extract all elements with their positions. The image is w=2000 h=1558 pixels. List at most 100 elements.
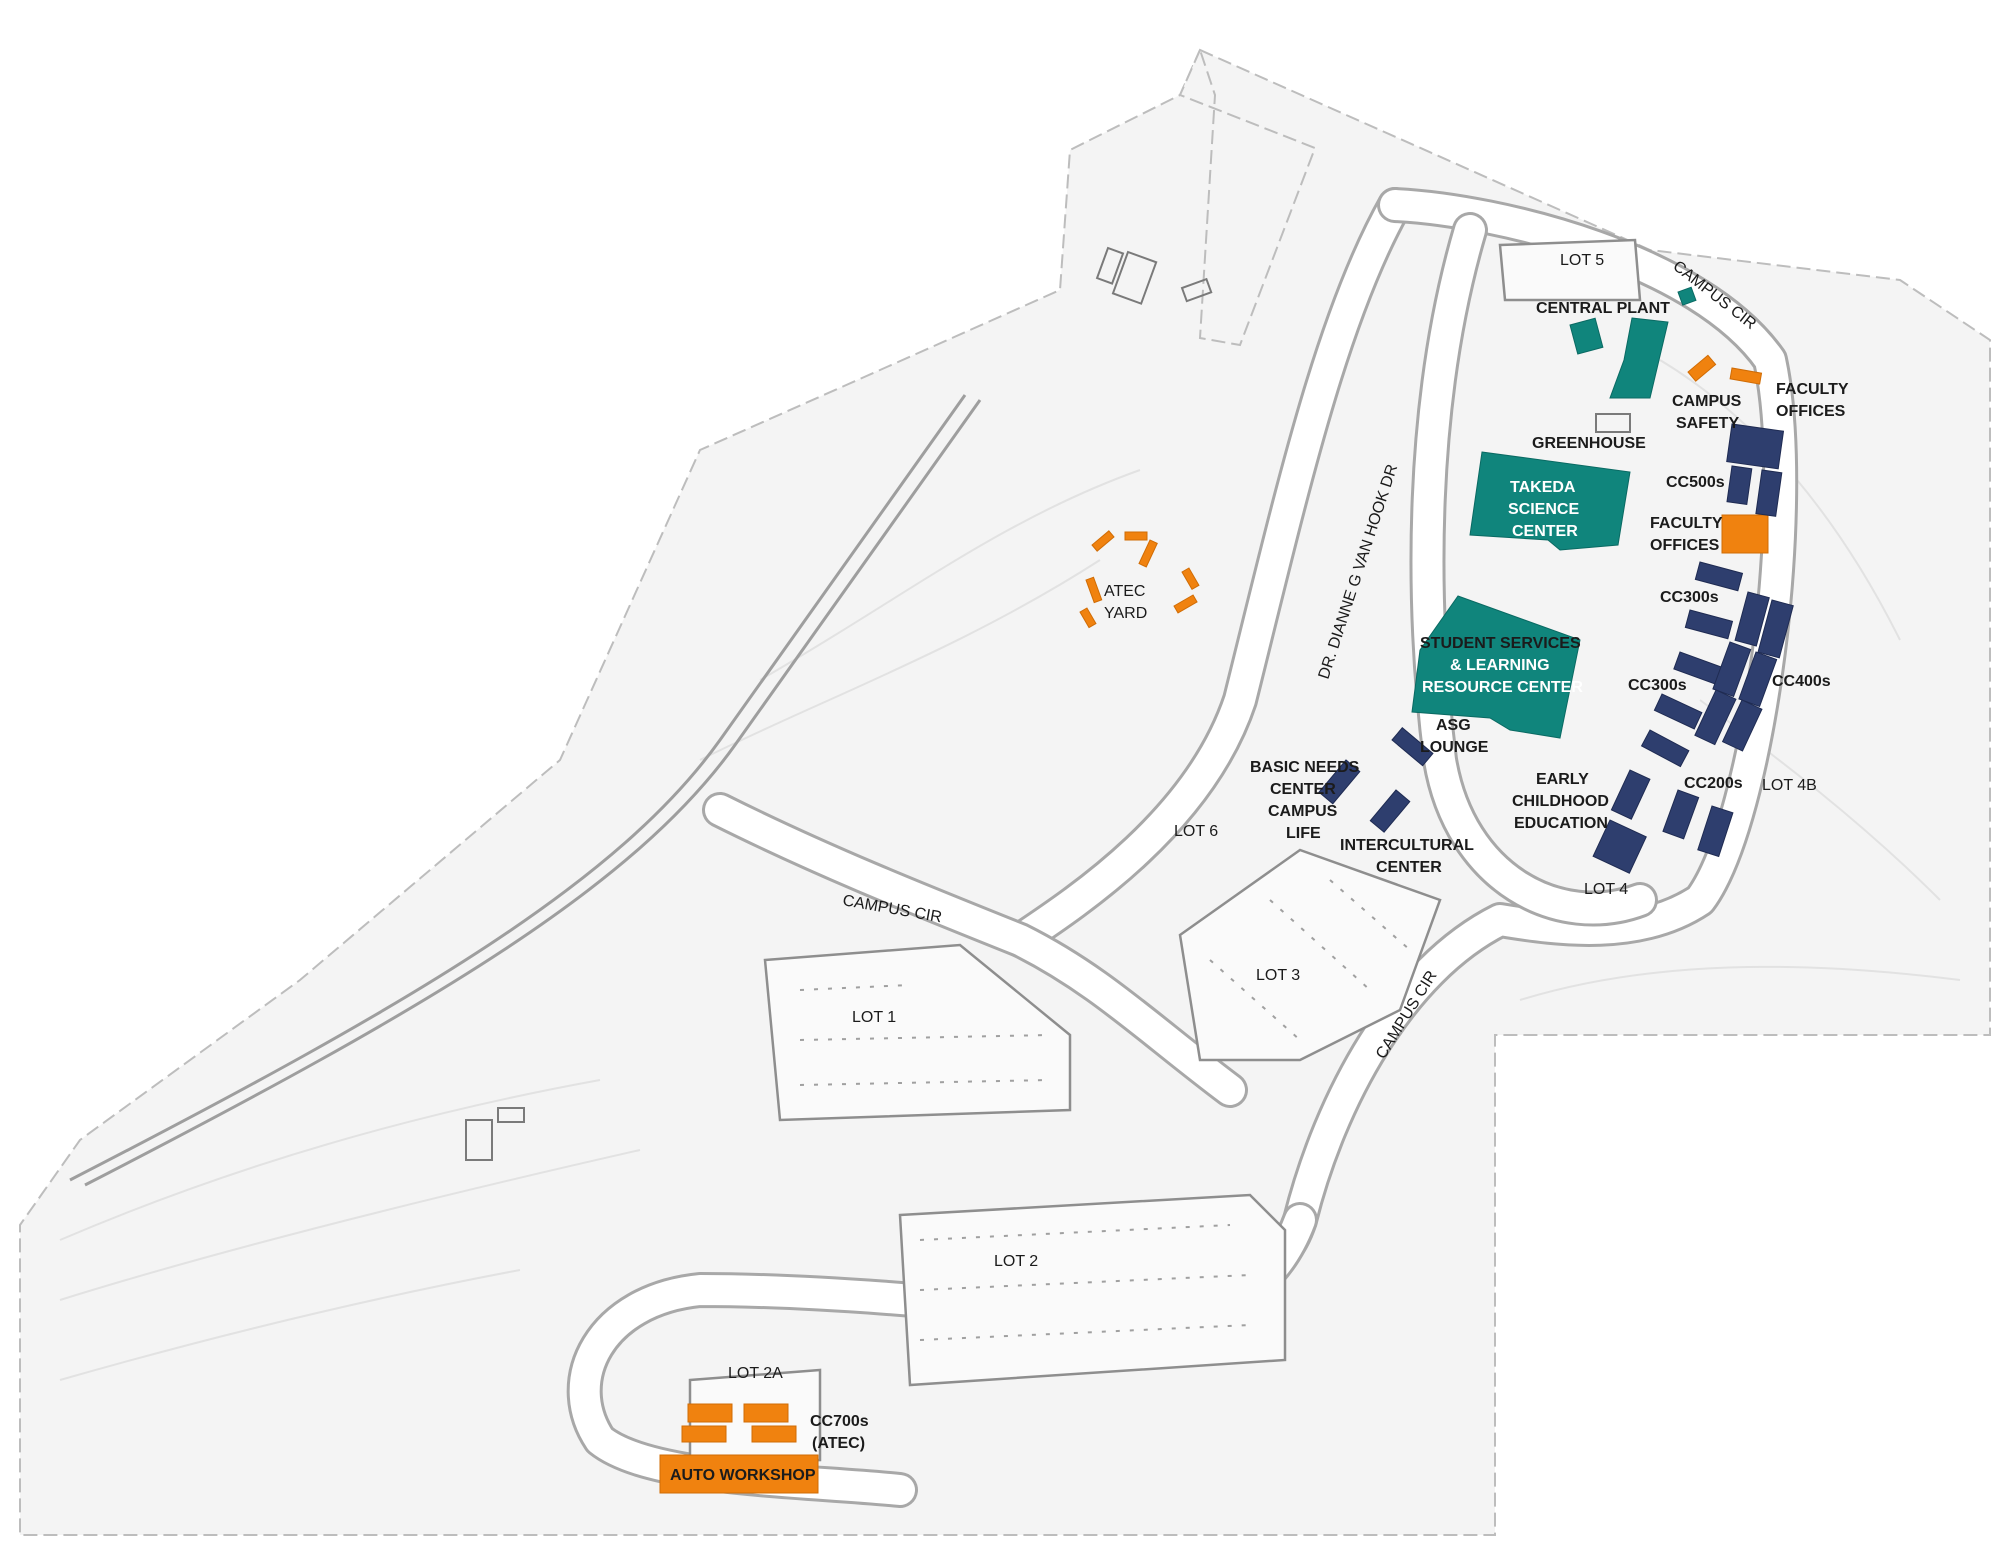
faculty-offices-mid-bldg bbox=[1721, 514, 1769, 554]
atec-yard-label-2: YARD bbox=[1104, 605, 1147, 622]
orange-buildings bbox=[659, 354, 1769, 1494]
campus-life-label-2: LIFE bbox=[1286, 825, 1321, 842]
student-services-label-1: STUDENT SERVICES bbox=[1420, 635, 1581, 652]
central-plant-bldg-3 bbox=[1677, 286, 1697, 306]
atec-yard-bldg-4 bbox=[1085, 576, 1103, 604]
faculty-offices-mid-label-1: FACULTY bbox=[1650, 515, 1723, 532]
campus-circle-west bbox=[705, 795, 1245, 1105]
lot-2-label: LOT 2 bbox=[994, 1253, 1038, 1270]
atec-yard-bldg-2 bbox=[1124, 531, 1148, 541]
highway-line-1 bbox=[69, 394, 967, 1182]
small-bldg-1 bbox=[1095, 246, 1125, 285]
parking-lots bbox=[688, 238, 1642, 1467]
student-services-label-2: & LEARNING bbox=[1450, 657, 1550, 674]
campus-safety-bldg-2 bbox=[1729, 367, 1763, 385]
campus-safety-label-1: CAMPUS bbox=[1672, 393, 1742, 410]
cc700-bldg-2 bbox=[743, 1403, 789, 1423]
lot-5-label: LOT 5 bbox=[1560, 252, 1604, 269]
lot-3-stalls-3 bbox=[1329, 879, 1411, 951]
faculty-offices-top-label-1: FACULTY bbox=[1776, 381, 1849, 398]
takeda-label-3: CENTER bbox=[1512, 523, 1578, 540]
teal-buildings bbox=[1411, 286, 1697, 739]
basic-needs-label-1: BASIC NEEDS bbox=[1250, 759, 1360, 776]
lot-3-label: LOT 3 bbox=[1256, 967, 1300, 984]
intercultural-label-1: INTERCULTURAL bbox=[1340, 837, 1474, 854]
cc700-label-1: CC700s bbox=[810, 1413, 869, 1430]
cc700-bldg-4 bbox=[751, 1425, 797, 1443]
cc400-bldg-2 bbox=[1757, 599, 1794, 659]
cc200-bldg-3 bbox=[1697, 805, 1734, 858]
small-bldg-5 bbox=[497, 1107, 525, 1123]
property-boundary bbox=[19, 48, 1991, 1536]
cc200-bldg-4 bbox=[1592, 819, 1647, 874]
intercultural-bldg bbox=[1369, 789, 1411, 833]
small-bldg-2 bbox=[1111, 250, 1158, 305]
greenhouse-bldg bbox=[1595, 413, 1631, 433]
van-hook-road bbox=[1005, 190, 1410, 955]
lot-3-stalls-1 bbox=[1209, 959, 1301, 1041]
faculty-offices-mid-label-2: OFFICES bbox=[1650, 537, 1720, 554]
lot-2a-label: LOT 2A bbox=[728, 1365, 783, 1382]
lot-1-area bbox=[763, 943, 1072, 1122]
cc700-bldg-3 bbox=[681, 1425, 727, 1443]
campus-circle-east bbox=[1185, 190, 1796, 1274]
cc400-bldg-4 bbox=[1738, 651, 1778, 708]
contour-6 bbox=[1519, 965, 1961, 1001]
early-childhood-label-1: EARLY bbox=[1536, 771, 1589, 788]
early-childhood-label-3: EDUCATION bbox=[1514, 815, 1608, 832]
northwest-parcel bbox=[1178, 47, 1317, 347]
central-plant-bldg-1 bbox=[1569, 317, 1604, 355]
campus-life-bldg bbox=[1391, 727, 1434, 767]
faculty-offices-top-bldg bbox=[1726, 423, 1785, 470]
takeda-label-1: TAKEDA bbox=[1510, 479, 1576, 496]
cc300-bottom-label: CC300s bbox=[1628, 677, 1687, 694]
contour-2 bbox=[699, 559, 1101, 761]
atec-yard-label-1: ATEC bbox=[1104, 583, 1145, 600]
campus-safety-bldg-1 bbox=[1687, 354, 1717, 382]
lot-3-area bbox=[1178, 848, 1442, 1062]
lot-4-label: LOT 4 bbox=[1584, 881, 1628, 898]
takeda-label-2: SCIENCE bbox=[1508, 501, 1579, 518]
takeda-science-bldg bbox=[1469, 451, 1631, 551]
cc400-label: CC400s bbox=[1772, 673, 1831, 690]
lot-3-stalls-2 bbox=[1269, 899, 1371, 991]
cc700-bldg-1 bbox=[687, 1403, 733, 1423]
lot-4b-label: LOT 4B bbox=[1762, 777, 1817, 794]
highway-line-2 bbox=[84, 399, 982, 1187]
basic-needs-label-2: CENTER bbox=[1270, 781, 1336, 798]
contour-5 bbox=[59, 1269, 521, 1381]
cc200-bldg-1 bbox=[1610, 769, 1651, 820]
cc300-bottom-bldg-2 bbox=[1640, 729, 1690, 768]
atec-yard-bldg-1 bbox=[1091, 530, 1115, 552]
student-services-bldg bbox=[1411, 595, 1581, 739]
early-childhood-label-2: CHILDHOOD bbox=[1512, 793, 1609, 810]
atec-yard-bldg-7 bbox=[1079, 607, 1097, 629]
terrain bbox=[19, 47, 1991, 1536]
central-plant-label: CENTRAL PLANT bbox=[1536, 300, 1670, 317]
contour-4 bbox=[59, 1149, 641, 1301]
outline-buildings bbox=[465, 246, 1631, 1161]
cc400-bldg-3 bbox=[1712, 641, 1752, 698]
contour-1 bbox=[759, 469, 1141, 681]
small-bldg-3 bbox=[1180, 277, 1213, 303]
student-services-label-3: RESOURCE CENTER bbox=[1422, 679, 1583, 696]
cc300-top-bldg-2 bbox=[1684, 609, 1734, 640]
campus-life-label-1: CAMPUS bbox=[1268, 803, 1338, 820]
highway bbox=[69, 394, 982, 1187]
cc300-top-label: CC300s bbox=[1660, 589, 1719, 606]
intercultural-label-2: CENTER bbox=[1376, 859, 1442, 876]
atec-yard-bldg-3 bbox=[1138, 539, 1158, 568]
campus-safety-label-2: SAFETY bbox=[1676, 415, 1739, 432]
cc400-bldg-6 bbox=[1721, 699, 1763, 752]
lot-5-area bbox=[1498, 238, 1642, 302]
cc700-label-2: (ATEC) bbox=[812, 1435, 865, 1452]
cc200-label: CC200s bbox=[1684, 775, 1743, 792]
cc500-bldg-1 bbox=[1726, 465, 1753, 505]
cc300-top-bldg-1 bbox=[1694, 561, 1744, 592]
contour-3 bbox=[59, 1079, 601, 1241]
cc400-bldg-5 bbox=[1694, 689, 1737, 746]
basic-needs-bldg bbox=[1318, 759, 1361, 805]
cc300-bottom-bldg-1 bbox=[1653, 693, 1703, 730]
asg-label-2: LOUNGE bbox=[1420, 739, 1489, 756]
